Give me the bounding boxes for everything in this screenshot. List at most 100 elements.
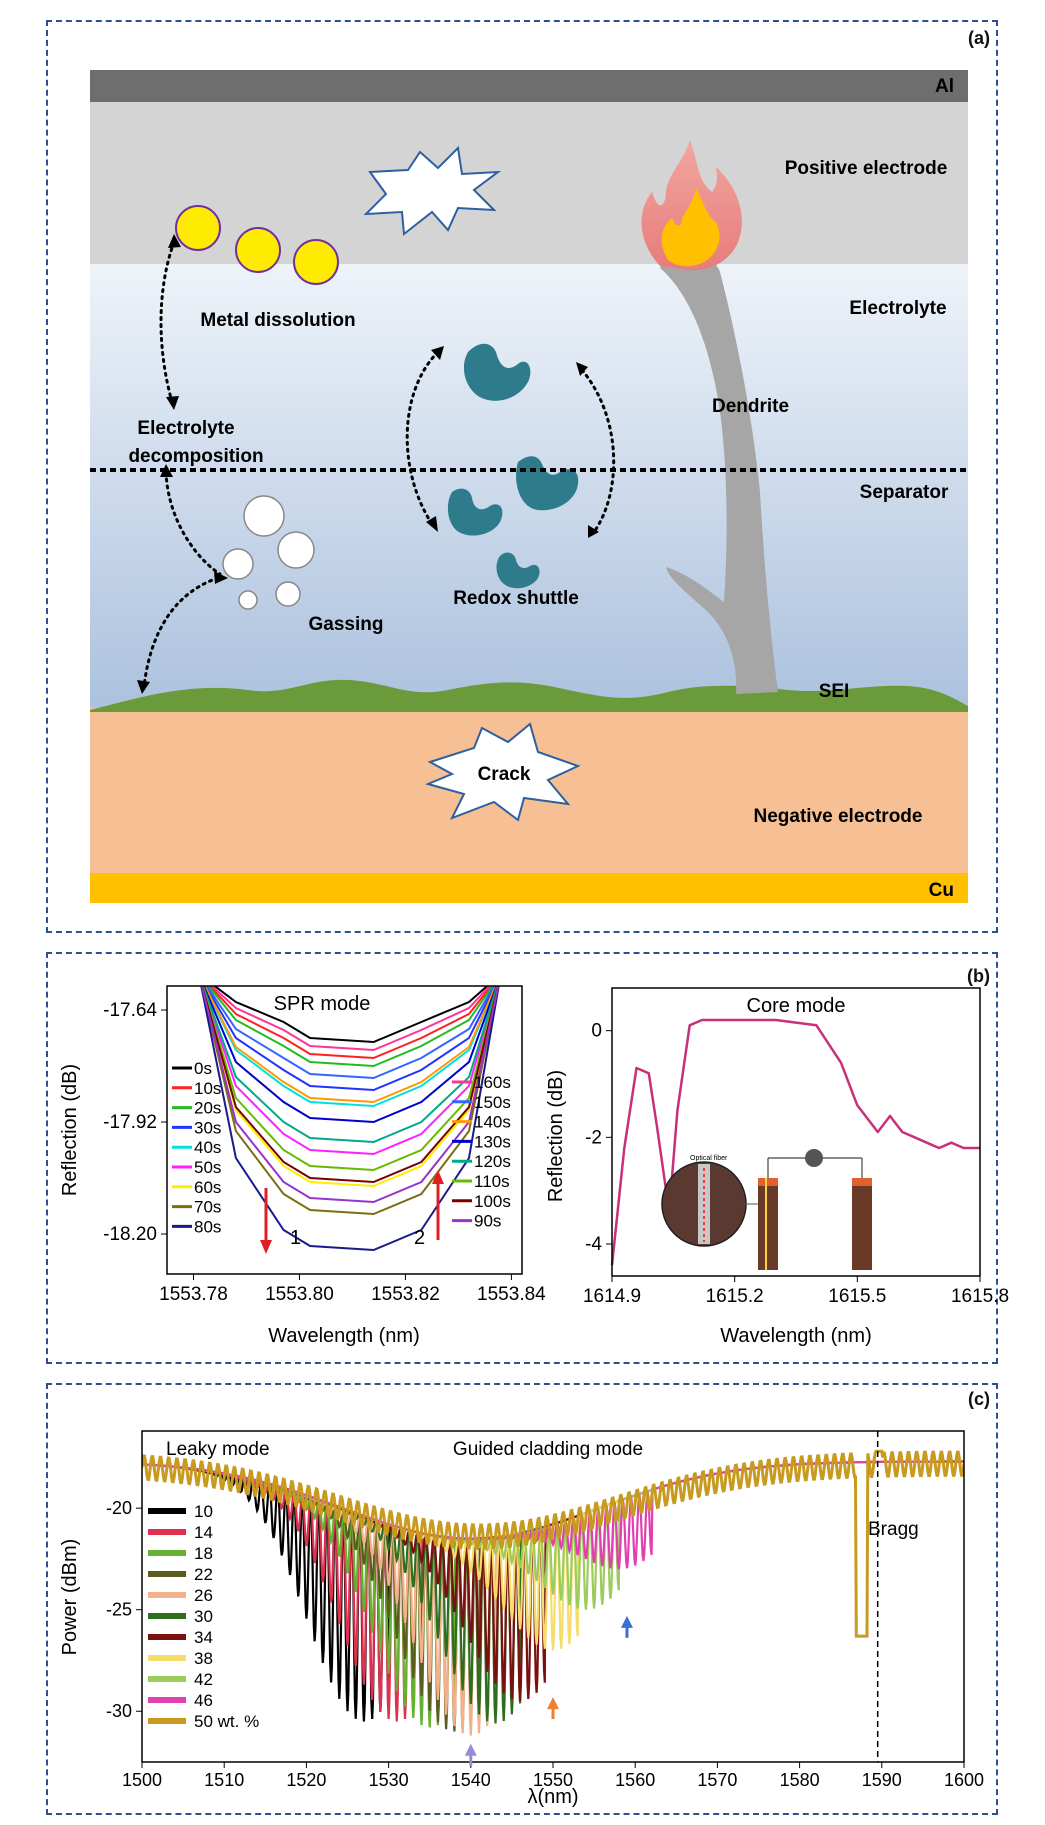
label-electrolyte-decomposition-2: decomposition bbox=[128, 446, 263, 467]
spr-series-line bbox=[213, 986, 489, 1044]
legend-label: 80s bbox=[194, 1217, 221, 1236]
legend-label: 160s bbox=[474, 1073, 511, 1092]
arrowhead bbox=[588, 525, 599, 538]
wavelength-arrowhead bbox=[620, 1615, 633, 1628]
legend-label: 130s bbox=[474, 1132, 511, 1151]
positive-electrode-layer bbox=[90, 102, 968, 284]
annotation-2: 2 bbox=[414, 1227, 425, 1249]
legend-label: 10 bbox=[194, 1502, 213, 1521]
x-tick-label: 1600 bbox=[944, 1770, 984, 1790]
spr-chart-title: SPR mode bbox=[274, 993, 371, 1015]
spr-series-line bbox=[203, 986, 497, 1108]
y-tick-label: -17.64 bbox=[103, 1000, 157, 1021]
gas-bubble bbox=[277, 531, 315, 569]
spr-series-line bbox=[201, 986, 499, 1156]
y-tick-label: -25 bbox=[106, 1600, 132, 1620]
legend-label: 22 bbox=[194, 1565, 213, 1584]
label-al: Al bbox=[935, 76, 954, 97]
arrowhead-down bbox=[260, 1240, 272, 1254]
arrowhead bbox=[426, 516, 438, 532]
spr-plot-frame bbox=[166, 985, 523, 1275]
legend-label: 42 bbox=[194, 1670, 213, 1689]
x-tick-label: 1615.5 bbox=[828, 1286, 886, 1307]
spr-series-line bbox=[202, 986, 499, 1144]
c-ylabel: Power (dBm) bbox=[59, 1539, 81, 1656]
arrow-redox-right bbox=[580, 368, 616, 534]
panel-letter-a: (a) bbox=[968, 28, 990, 48]
annotation-bragg: Bragg bbox=[868, 1519, 919, 1540]
legend-label: 70s bbox=[194, 1198, 221, 1217]
arrow-redox-left bbox=[405, 350, 440, 526]
legend-label: 14 bbox=[194, 1523, 213, 1542]
legend-label: 26 bbox=[194, 1586, 213, 1605]
legend-label: 60s bbox=[194, 1178, 221, 1197]
wavelength-arrowhead bbox=[464, 1743, 477, 1756]
core-xlabel: Wavelength (nm) bbox=[720, 1325, 872, 1347]
label-electrolyte: Electrolyte bbox=[849, 298, 946, 319]
label-cu: Cu bbox=[929, 880, 954, 901]
cladding-series-line bbox=[142, 1460, 964, 1736]
arrowhead bbox=[160, 464, 173, 477]
metal-ion bbox=[235, 227, 281, 273]
legend-label: 40s bbox=[194, 1138, 221, 1157]
x-tick-label: 1500 bbox=[122, 1770, 162, 1790]
shuttle-molecule bbox=[447, 488, 503, 536]
shuttle-molecule bbox=[463, 343, 531, 401]
legend-label: 150s bbox=[474, 1093, 511, 1112]
dendrite bbox=[660, 250, 778, 694]
legend-label: 10s bbox=[194, 1079, 221, 1098]
core-chart-title: Core mode bbox=[747, 995, 846, 1017]
arrowhead bbox=[137, 680, 150, 694]
electrode-left-cap bbox=[758, 1178, 778, 1186]
arrowhead bbox=[431, 346, 444, 360]
spr-series-line bbox=[210, 986, 491, 1052]
spr-series-line bbox=[200, 986, 500, 1252]
legend-label: 38 bbox=[194, 1649, 213, 1668]
x-tick-label: 1590 bbox=[862, 1770, 902, 1790]
legend-label: 110s bbox=[474, 1172, 510, 1191]
spr-series-line bbox=[208, 986, 493, 1060]
x-tick-label: 1520 bbox=[286, 1770, 326, 1790]
spr-series-line bbox=[201, 986, 499, 1184]
y-tick-label: -17.92 bbox=[103, 1112, 157, 1133]
legend-label: 50 wt. % bbox=[194, 1712, 259, 1731]
label-redox-shuttle: Redox shuttle bbox=[453, 588, 579, 609]
label-separator: Separator bbox=[860, 482, 949, 503]
label-crack: Crack bbox=[478, 764, 531, 785]
x-tick-label: 1550 bbox=[533, 1770, 573, 1790]
legend-label: 30s bbox=[194, 1118, 221, 1137]
spr-xlabel: Wavelength (nm) bbox=[268, 1325, 420, 1347]
legend-label: 90s bbox=[474, 1212, 501, 1231]
cu-layer bbox=[90, 873, 968, 903]
legend-label: 120s bbox=[474, 1152, 511, 1171]
label-electrolyte-decomposition-1: Electrolyte bbox=[137, 418, 234, 439]
spr-series-line bbox=[207, 986, 494, 1068]
x-tick-label: 1614.9 bbox=[583, 1286, 641, 1307]
spr-series-line bbox=[201, 986, 499, 1172]
annotation-guided-cladding-mode: Guided cladding mode bbox=[453, 1439, 643, 1460]
gas-bubble bbox=[275, 581, 301, 607]
x-tick-label: 1510 bbox=[204, 1770, 244, 1790]
core-series-line bbox=[610, 1018, 980, 1266]
spr-series-line bbox=[200, 986, 500, 1204]
label-negative-electrode: Negative electrode bbox=[754, 806, 923, 827]
legend-label: 34 bbox=[194, 1628, 213, 1647]
spr-series-line bbox=[202, 986, 498, 1124]
flame-inner bbox=[661, 188, 720, 267]
arrowhead bbox=[214, 571, 228, 584]
panel-letter-b: (b) bbox=[967, 966, 990, 986]
gas-bubble bbox=[243, 495, 285, 537]
label-metal-dissolution: Metal dissolution bbox=[200, 310, 355, 331]
electrode-left bbox=[758, 1184, 778, 1270]
panel-letter-c: (c) bbox=[968, 1389, 990, 1409]
y-tick-label: -18.20 bbox=[103, 1224, 157, 1245]
x-tick-label: 1560 bbox=[615, 1770, 655, 1790]
y-tick-label: -4 bbox=[585, 1234, 602, 1255]
y-tick-label: -30 bbox=[106, 1701, 132, 1721]
annotation-leaky-mode: Leaky mode bbox=[166, 1439, 270, 1460]
legend-label: 46 bbox=[194, 1691, 213, 1710]
legend-label: 20s bbox=[194, 1099, 221, 1118]
